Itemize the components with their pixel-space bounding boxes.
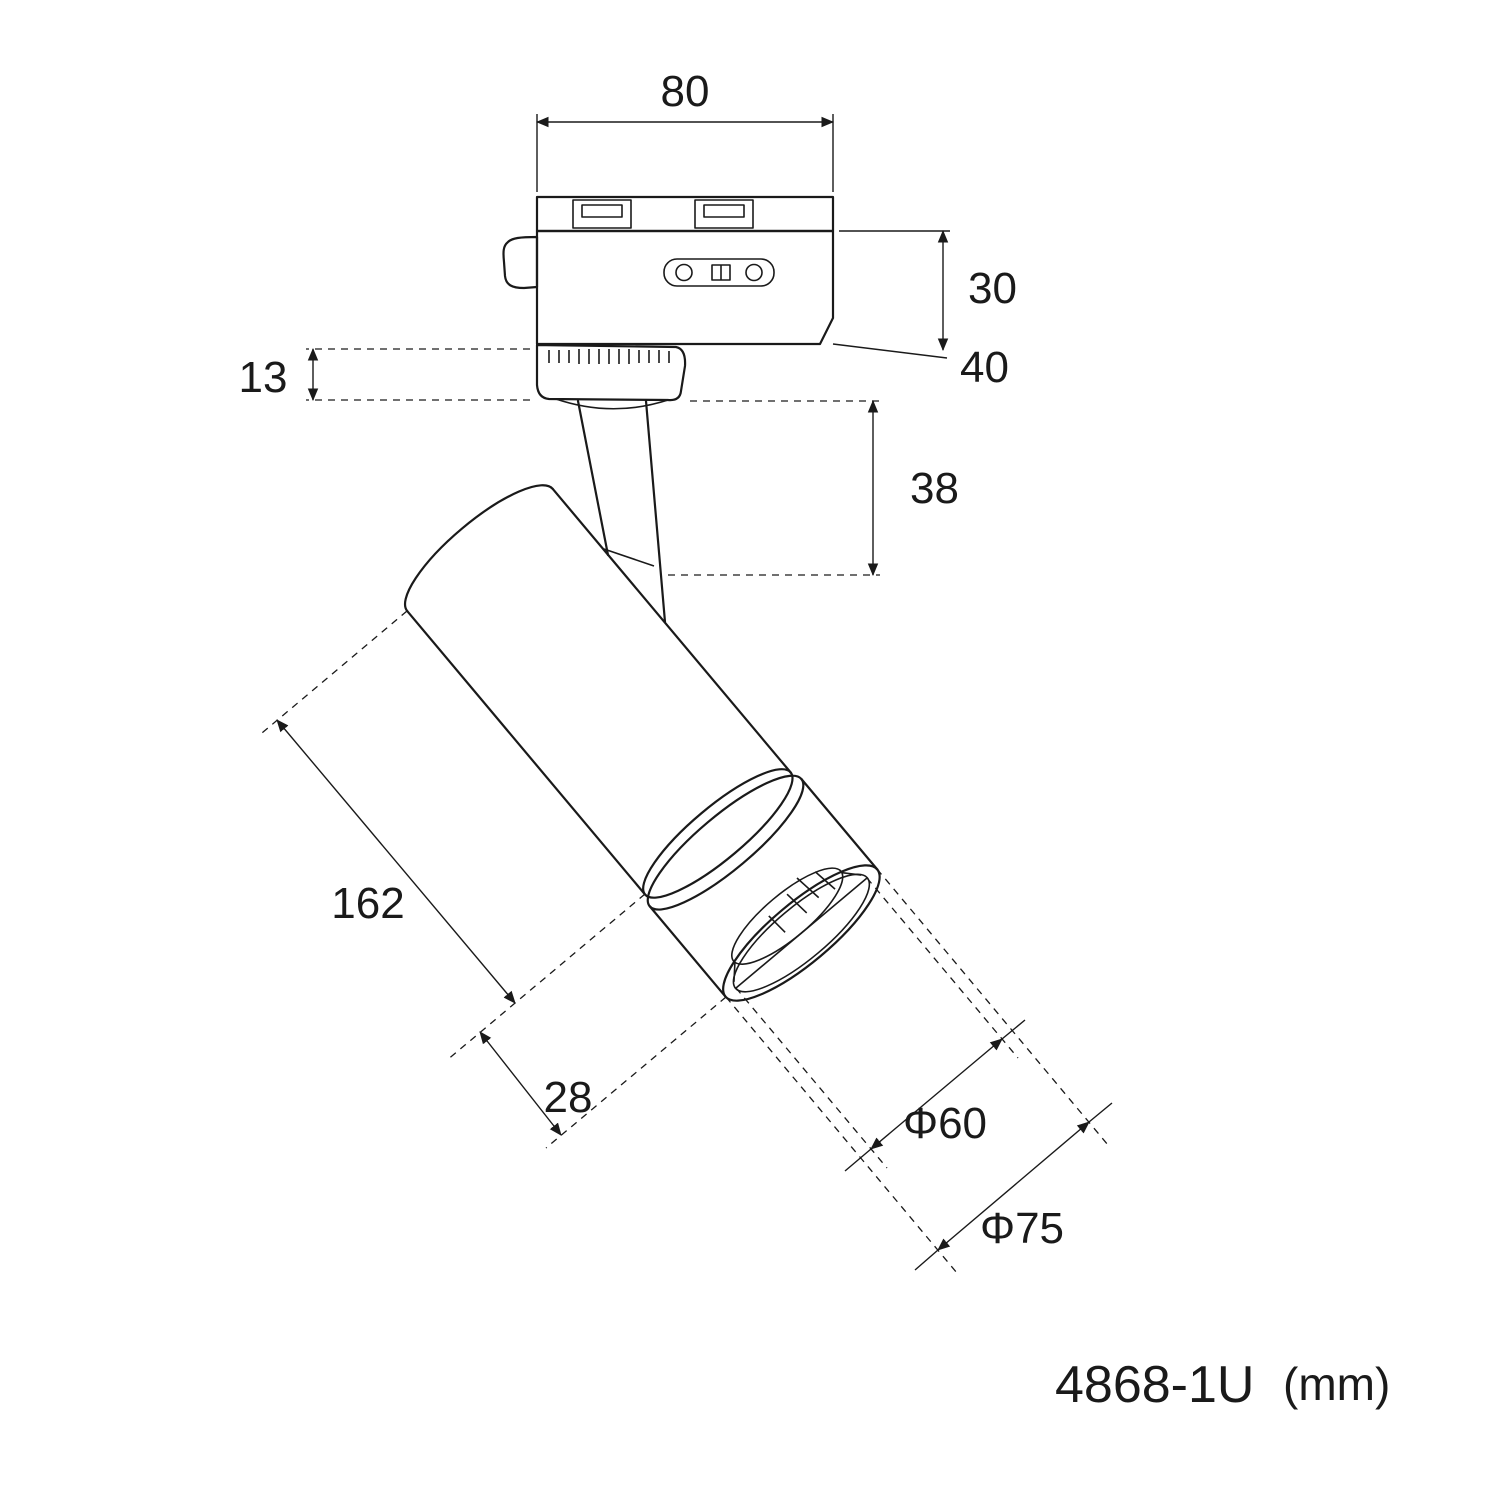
dimension-80: 80 (535, 67, 835, 192)
dim-label-ring-height: 13 (239, 353, 288, 402)
bezel-bottom-edge (648, 905, 727, 998)
inner-diameter-chord (735, 877, 868, 989)
track-contact-clip-left (572, 199, 632, 229)
dim-label-stem-length: 38 (910, 464, 959, 513)
dim-label-body-length: 162 (331, 879, 404, 928)
dimension-28: 28 (479, 996, 727, 1149)
adapter-bottom-leader (832, 343, 948, 359)
bezel-top-edge (800, 777, 879, 871)
dimension-40: 40 (960, 343, 1009, 392)
dim-label-outer-diameter: Φ75 (980, 1204, 1064, 1253)
knurled-adjustment-ring (535, 343, 687, 410)
dim-label-adapter-height: 30 (968, 264, 1017, 313)
stem (576, 399, 667, 624)
recessed-lens-ring (730, 867, 844, 966)
adapter-body (535, 229, 835, 346)
rear-cap-arc (403, 484, 554, 613)
ring-bottom-arc (555, 398, 669, 410)
lens-recess-cone-lines (733, 871, 862, 982)
title-block: 4868-1U (mm) (1055, 1356, 1390, 1414)
body-top-edge (551, 487, 792, 774)
dimension-38: 38 (668, 399, 959, 577)
phase-selector-switch (663, 258, 775, 287)
units-label: (mm) (1283, 1358, 1390, 1410)
stem-hinge-line (603, 548, 655, 567)
dim-label-adapter-depth: 40 (960, 343, 1009, 392)
lamp-body (403, 484, 881, 1002)
track-adapter (502, 195, 835, 346)
dimension-13: 13 (239, 347, 530, 402)
dimension-162: 162 (261, 610, 646, 1062)
knurl-ticks (548, 349, 670, 364)
dim-label-inner-diameter: Φ60 (903, 1099, 987, 1148)
locking-lever-tab (502, 235, 539, 290)
front-inner-rim (732, 873, 871, 993)
reflector-detail-dashes (768, 871, 836, 933)
dimension-30: 30 (832, 229, 1017, 359)
dimension-phi60: Φ60 (735, 877, 1026, 1172)
dim-label-bezel-length: 28 (544, 1073, 593, 1122)
dim-label-track-width: 80 (661, 67, 710, 116)
track-contact-clip-right (694, 199, 754, 229)
dimension-phi75: Φ75 (725, 868, 1113, 1274)
body-bottom-edge (406, 609, 647, 896)
model-number: 4868-1U (1055, 1356, 1254, 1414)
